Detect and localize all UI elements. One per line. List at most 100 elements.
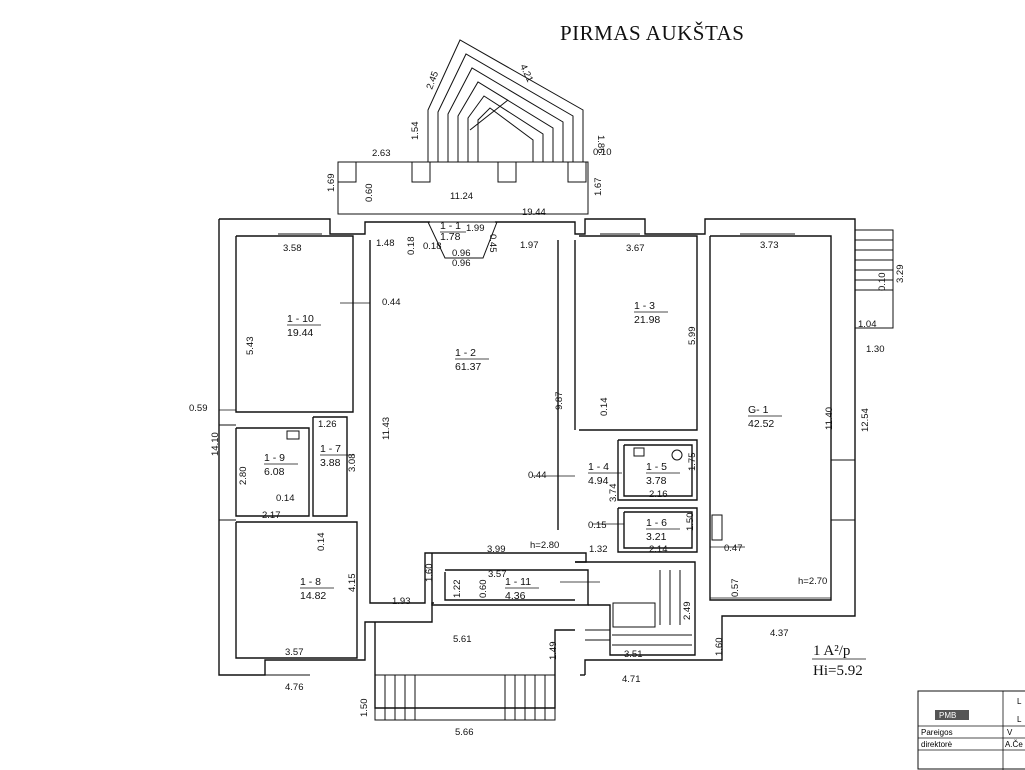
stamp-row2-right: A.Če xyxy=(1005,740,1023,749)
dimension-lines xyxy=(219,302,831,599)
dimension-label: 0.10 xyxy=(877,273,888,292)
dimension-label: 2.63 xyxy=(372,148,391,159)
height-label: Hi=5.92 xyxy=(813,663,863,679)
title-block: PMB L L Pareigos V direktorė A.Če xyxy=(917,690,1025,770)
dimension-label: 2.14 xyxy=(649,544,668,555)
room-id: 1 - 2 xyxy=(455,347,476,359)
dimension-label: 4.37 xyxy=(770,628,789,639)
room-area: 61.37 xyxy=(455,361,481,373)
walls xyxy=(218,218,856,709)
room-id: 1 - 7 xyxy=(320,443,341,455)
dimension-label: 1.04 xyxy=(858,319,877,330)
dimension-label: 3.73 xyxy=(760,240,779,251)
room-area: 14.82 xyxy=(300,590,326,602)
room-area: 42.52 xyxy=(748,418,774,430)
dimension-label: 0.96 xyxy=(452,258,471,269)
room-area: 4.36 xyxy=(505,590,526,602)
dimension-label: 1.32 xyxy=(589,544,608,555)
dimension-label: 0.96 xyxy=(452,248,471,259)
windows xyxy=(219,218,855,676)
room-area: 3.88 xyxy=(320,457,341,469)
dimension-label: 1.26 xyxy=(318,419,337,430)
dimension-label: 4.76 xyxy=(285,682,304,693)
dimension-label: 5.99 xyxy=(687,327,698,346)
stamp-col-top: L xyxy=(1017,697,1022,706)
dimension-label: 0.15 xyxy=(588,520,607,531)
dimension-label: 2.17 xyxy=(262,510,281,521)
dimension-label: 1.67 xyxy=(593,178,604,197)
dimension-label: 11.40 xyxy=(824,407,835,430)
dimension-label: 1.99 xyxy=(466,223,485,234)
dimension-label: 2.80 xyxy=(238,467,249,486)
sink-icon xyxy=(633,447,645,457)
dimension-label: 3.74 xyxy=(608,484,619,503)
dimension-label: 3.58 xyxy=(283,243,302,254)
stamp-logo: PMB xyxy=(939,711,956,720)
room-id: G- 1 xyxy=(748,404,769,416)
dimension-label: 3.08 xyxy=(347,454,358,473)
plan-title: PIRMAS AUKŠTAS xyxy=(560,21,744,45)
dimension-label: 1.75 xyxy=(687,453,698,472)
side-stair xyxy=(854,229,894,329)
stamp-row1-left: Pareigos xyxy=(921,728,953,737)
dimension-label: h=2.70 xyxy=(798,576,827,587)
dimension-label: 19.44 xyxy=(522,207,546,218)
dimension-label: 0.14 xyxy=(599,398,610,417)
dimension-label: 1.49 xyxy=(548,642,559,661)
dimension-label: 4.15 xyxy=(347,574,358,593)
dimension-label: 2.16 xyxy=(649,489,668,500)
dimension-label: 4.71 xyxy=(622,674,641,685)
dimension-label: 0.59 xyxy=(189,403,208,414)
dimension-label: 0.44 xyxy=(382,297,401,308)
dimension-label: 0.60 xyxy=(364,184,375,203)
dimension-label: 14.10 xyxy=(210,432,221,456)
dimension-label: 5.61 xyxy=(453,634,472,645)
front-stair xyxy=(374,674,556,721)
dimension-label: 1.86 xyxy=(595,135,606,154)
dimension-label: 0.18 xyxy=(406,237,417,256)
dimension-label: 0.60 xyxy=(478,580,489,599)
dimension-label: h=2.80 xyxy=(530,540,559,551)
dimension-label: 1.22 xyxy=(452,580,463,599)
dimension-label: 0.47 xyxy=(724,543,743,554)
dimension-label: 3.57 xyxy=(488,569,507,580)
room-id: 1 - 8 xyxy=(300,576,321,588)
scale-label: 1 A²/p xyxy=(813,643,850,659)
room-id: 1 - 5 xyxy=(646,461,667,473)
dimension-label: 11.43 xyxy=(381,417,392,440)
dimension-label: 1.97 xyxy=(520,240,539,251)
dimension-label: 3.29 xyxy=(895,265,906,284)
room-id: 1 - 11 xyxy=(505,576,531,588)
dimension-label: 3.99 xyxy=(487,544,506,555)
room-id: 1 - 3 xyxy=(634,300,655,312)
room-id: 1 - 1 xyxy=(440,220,461,232)
dimension-label: 1.93 xyxy=(392,596,411,607)
dimension-label: 1.60 xyxy=(424,564,435,583)
dimension-label: 1.50 xyxy=(359,699,370,718)
dimension-label: 12.54 xyxy=(860,408,871,432)
room-area: 3.21 xyxy=(646,531,667,543)
dimension-label: 5.43 xyxy=(245,337,256,356)
stamp-col-mid: L xyxy=(1017,715,1022,724)
dimension-label: 5.66 xyxy=(455,727,474,738)
dimension-label: 3.57 xyxy=(285,647,304,658)
terrace xyxy=(337,39,589,259)
toilet-icon xyxy=(671,449,683,461)
dimension-label: 0.57 xyxy=(730,579,741,598)
fixtures xyxy=(286,430,683,461)
dimension-label: 11.24 xyxy=(450,191,473,202)
dimension-label: 1.54 xyxy=(410,122,421,141)
dimension-label: 3.67 xyxy=(626,243,645,254)
room-id: 1 - 10 xyxy=(287,313,314,325)
dimension-label: 3.51 xyxy=(624,649,643,660)
sink-icon xyxy=(286,430,300,440)
dimension-label: 0.14 xyxy=(316,533,327,552)
dimension-label: 2.49 xyxy=(682,602,693,621)
dimension-label: 0.44 xyxy=(528,470,547,481)
dimension-label: 0.18 xyxy=(423,241,442,252)
room-area: 3.78 xyxy=(646,475,667,487)
stamp-row1-right: V xyxy=(1007,728,1013,737)
room-id: 1 - 6 xyxy=(646,517,667,529)
dimension-label: 1.48 xyxy=(376,238,395,249)
